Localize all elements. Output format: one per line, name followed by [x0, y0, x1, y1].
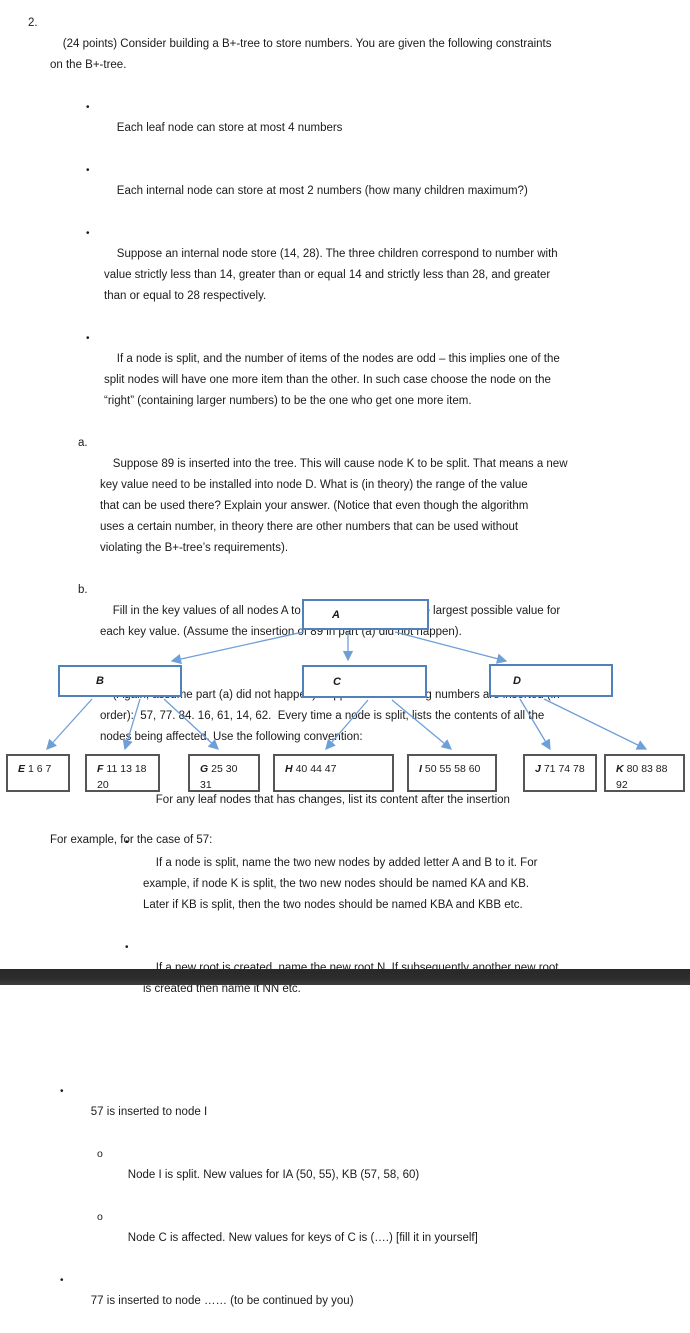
constraint-bullet: • Each internal node can store at most 2 … — [28, 160, 680, 223]
circle-bullet-icon: o — [97, 1148, 103, 1160]
node-D-label: D — [513, 674, 521, 687]
leaf-E-label: E — [18, 763, 26, 775]
leaf-H-label: H — [285, 763, 293, 775]
page-separator — [0, 969, 690, 985]
step-text: 57 is inserted to node I — [90, 1106, 208, 1118]
convention-bullet: • If a node is split, name the two new no… — [28, 832, 680, 937]
leaf-I-label: I — [419, 763, 422, 775]
step-text: Node I is split. New values for IA (50, … — [127, 1169, 420, 1181]
bullet-icon: • — [86, 165, 90, 176]
leaf-F-label: F — [97, 763, 104, 775]
arrow-A-to-D — [394, 631, 508, 664]
leaf-K-values: 80 83 88 92 — [616, 763, 668, 791]
constraint-text: Suppose an internal node store (14, 28).… — [104, 248, 558, 302]
internal-node-C: C — [302, 665, 427, 698]
bullet-icon: • — [60, 1275, 64, 1286]
bullet-icon: • — [86, 102, 90, 113]
leaf-J-label: J — [535, 763, 541, 775]
leaf-G-label: G — [200, 763, 209, 775]
leaf-I-values: 50 55 58 60 — [424, 763, 481, 775]
arrow-C-to-I — [391, 699, 453, 750]
bullet-icon: • — [125, 837, 129, 848]
part-b-label: b. — [78, 584, 88, 596]
document-page: { "colors": { "internal_node_border": "#… — [0, 13, 690, 1307]
constraint-bullet: • If a node is split, and the number of i… — [28, 328, 680, 433]
arrow-A-to-B — [170, 631, 304, 665]
node-C-label: C — [333, 675, 341, 688]
arrow-B-to-G — [163, 698, 219, 750]
node-B-label: B — [96, 675, 104, 687]
node-A-label: A — [332, 608, 340, 621]
constraint-text: Each internal node can store at most 2 n… — [116, 185, 528, 197]
step-bullet: • 57 is inserted to node I — [0, 1081, 690, 1144]
part-a: a. Suppose 89 is inserted into the tree. … — [28, 433, 680, 580]
leaf-G-values: 25 30 31 — [200, 763, 238, 791]
internal-node-D: D — [489, 664, 613, 697]
part-a-text: Suppose 89 is inserted into the tree. Th… — [100, 458, 568, 554]
arrow-D-to-K — [543, 698, 648, 750]
arrow-C-to-H — [325, 699, 369, 750]
internal-node-B: B — [58, 665, 182, 697]
convention-text: For any leaf nodes that has changes, lis… — [155, 794, 510, 806]
bullet-icon: • — [125, 942, 129, 953]
leaf-J-values: 71 74 78 — [543, 763, 585, 775]
circle-bullet-icon: o — [97, 1211, 103, 1223]
question-number: 2. — [28, 17, 38, 29]
question-block: 2. (24 points) Consider building a B+-tre… — [28, 13, 680, 1021]
leaf-E-values: 1 6 7 — [28, 763, 52, 775]
constraint-bullet: • Each leaf node can store at most 4 numb… — [28, 97, 680, 160]
leaf-K-label: K — [616, 763, 624, 775]
step-bullet: • 77 is inserted to node …… (to be contin… — [0, 1270, 690, 1333]
arrow-B-to-F — [122, 698, 141, 751]
leaf-F-values: 11 13 18 20 — [97, 763, 147, 791]
bullet-icon: • — [60, 1086, 64, 1097]
question-intro: 2. (24 points) Consider building a B+-tre… — [28, 13, 680, 97]
convention-bullet: •For any leaf nodes that has changes, li… — [28, 769, 680, 832]
convention-text: If a node is split, name the two new nod… — [143, 857, 538, 911]
step-text: 77 is inserted to node …… (to be continu… — [90, 1295, 354, 1307]
constraint-text: If a node is split, and the number of it… — [104, 353, 560, 407]
arrow-D-to-J — [519, 698, 551, 751]
step-text: Node C is affected. New values for keys … — [127, 1232, 478, 1244]
bullet-icon: • — [86, 333, 90, 344]
internal-node-A: A — [302, 599, 429, 630]
part-a-label: a. — [78, 437, 88, 449]
constraint-text: Each leaf node can store at most 4 numbe… — [116, 122, 343, 134]
example-caption: For example, for the case of 57: — [50, 834, 213, 846]
leaf-H-values: 40 44 47 — [295, 763, 337, 775]
question-intro-text: (24 points) Consider building a B+-tree … — [50, 38, 552, 71]
constraint-bullet: • Suppose an internal node store (14, 28)… — [28, 223, 680, 328]
arrow-B-to-E — [46, 698, 93, 750]
bullet-icon: • — [86, 228, 90, 239]
